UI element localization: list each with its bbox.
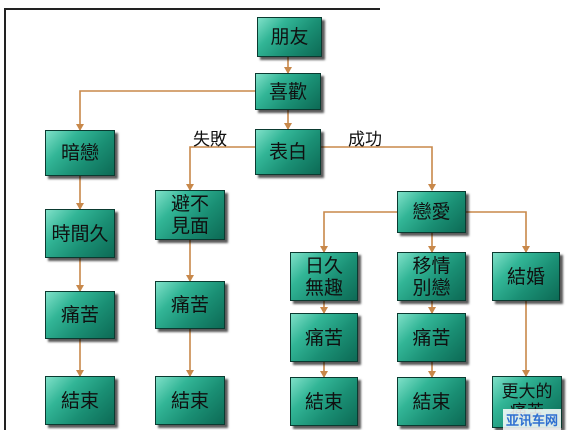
node-confess: 表白 <box>255 129 321 175</box>
node-new-love: 移情 別戀 <box>397 252 466 301</box>
node-like: 喜歡 <box>255 73 321 110</box>
node-end-new: 結束 <box>397 377 466 426</box>
node-friend: 朋友 <box>257 17 322 57</box>
node-long-time: 時間久 <box>45 209 115 258</box>
node-secret-love: 暗戀 <box>45 130 115 176</box>
edge-confess-avoid <box>186 146 255 191</box>
node-end-bored: 結束 <box>290 377 358 426</box>
node-pain-bored: 痛苦 <box>290 313 358 362</box>
node-end-left: 結束 <box>45 376 115 425</box>
label-fail: 失敗 <box>193 130 227 150</box>
node-pain-left: 痛苦 <box>45 291 115 339</box>
edge-like-secret <box>76 90 288 131</box>
edge-confess-love <box>321 146 436 191</box>
node-bored: 日久 無趣 <box>290 252 358 301</box>
node-pain-new: 痛苦 <box>397 313 466 362</box>
node-end-avoid: 結束 <box>155 376 225 425</box>
node-marry: 結婚 <box>492 252 560 301</box>
node-pain-avoid: 痛苦 <box>155 281 225 329</box>
label-success: 成功 <box>348 130 382 150</box>
frame-top-border <box>4 8 380 10</box>
node-avoid: 避不 見面 <box>155 190 225 240</box>
frame-left-border <box>4 8 6 430</box>
edge-love-bored <box>320 211 432 253</box>
node-in-love: 戀愛 <box>397 191 466 233</box>
edge-love-marry <box>466 211 530 253</box>
watermark: 亚讯车网 <box>503 409 562 430</box>
